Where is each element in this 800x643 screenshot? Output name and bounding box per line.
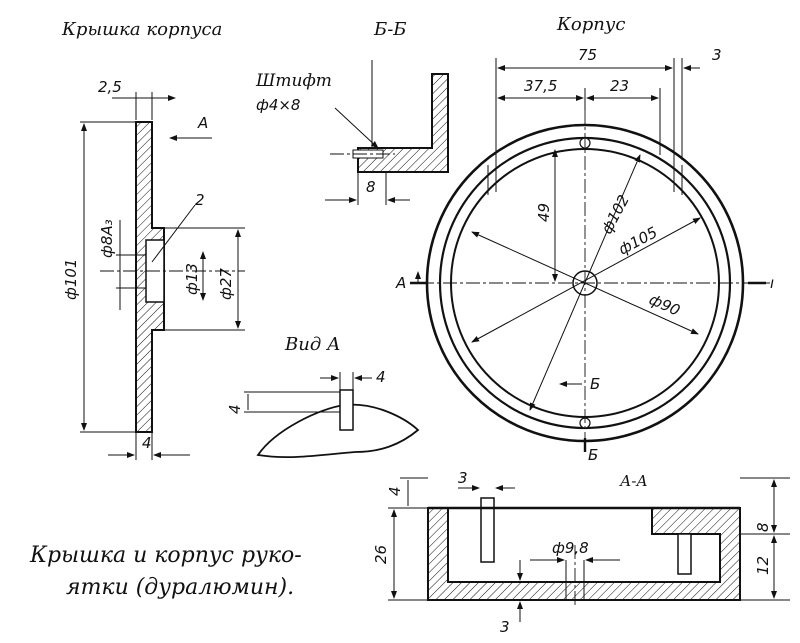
- section-aa-dim-3-top: 3: [458, 469, 468, 487]
- cover-dim-27: ф27: [217, 268, 235, 300]
- cover-dim-13: ф13: [183, 263, 201, 295]
- cover-arrow-a: А: [197, 114, 208, 132]
- view-a-fragment: [256, 403, 420, 459]
- cover-title: Крышка корпуса: [61, 19, 222, 40]
- section-bb-pin-label: Штифт: [255, 71, 332, 91]
- section-bb-dim-8: 8: [366, 178, 376, 196]
- cover-section-drawing: 2,5 А 2 ф101 ф8А₃ ф13 ф27 4: [62, 78, 245, 460]
- body-dim-75: 75: [578, 46, 597, 64]
- view-a-dim-4-side: 4: [226, 404, 244, 414]
- section-aa-dim-9-8: ф9,8: [552, 539, 589, 557]
- cover-dim-2-5: 2,5: [98, 78, 122, 96]
- body-dim-90: ф90: [646, 290, 682, 319]
- section-aa-dim-26: 26: [372, 545, 390, 564]
- cover-dim-101: ф101: [62, 259, 80, 300]
- body-dim-49: 49: [535, 203, 553, 222]
- caption-line-2: ятки (дуралюмин).: [66, 575, 294, 600]
- section-aa-slot-right: [677, 533, 692, 575]
- section-aa-profile: [427, 507, 741, 601]
- cover-dim-8a3: ф8А₃: [98, 219, 116, 258]
- body-title: Корпус: [556, 14, 625, 35]
- body-dim-23: 23: [610, 77, 629, 95]
- view-a-title: Вид А: [284, 334, 341, 355]
- view-a-slot: [339, 389, 354, 431]
- cover-label-2: 2: [195, 191, 205, 209]
- body-dim-102: ф102: [598, 192, 633, 237]
- body-plan-drawing: 49 ф102 ф105 ф90 75 3 37,5 23 А ı Б Б: [395, 46, 774, 464]
- body-dim-37-5: 37,5: [524, 77, 557, 95]
- cover-dim-4: 4: [142, 434, 152, 452]
- body-cut-a-right: ı: [770, 274, 774, 292]
- section-bb-pin-size: ф4×8: [256, 96, 300, 114]
- section-bb-title: Б-Б: [373, 19, 407, 40]
- view-a-dim-4-top: 4: [376, 368, 386, 386]
- body-cut-a-left: А: [395, 274, 406, 292]
- body-dia-102-line: [529, 154, 641, 411]
- section-aa-title: А-А: [619, 472, 648, 490]
- section-aa-slot: [480, 497, 495, 563]
- caption-line-1: Крышка и корпус руко-: [29, 543, 302, 568]
- section-aa-dim-8: 8: [754, 522, 772, 532]
- body-cut-b-mid: Б: [590, 375, 600, 393]
- body-cut-b-bottom: Б: [588, 446, 598, 464]
- section-aa-dim-4: 4: [386, 486, 404, 496]
- body-dim-105: ф105: [615, 223, 660, 258]
- section-aa-dim-12: 12: [754, 556, 772, 575]
- view-a-drawing: 4 4: [226, 368, 420, 459]
- section-aa-dim-3-bottom: 3: [500, 618, 510, 636]
- section-bb-drawing: Штифт ф4×8 8: [255, 60, 449, 205]
- cover-leader: [151, 204, 196, 263]
- section-aa-drawing: 4 3 26 ф9,8 8 12 3: [372, 469, 790, 636]
- body-dim-3: 3: [712, 46, 722, 64]
- section-bb-leader: [334, 107, 379, 149]
